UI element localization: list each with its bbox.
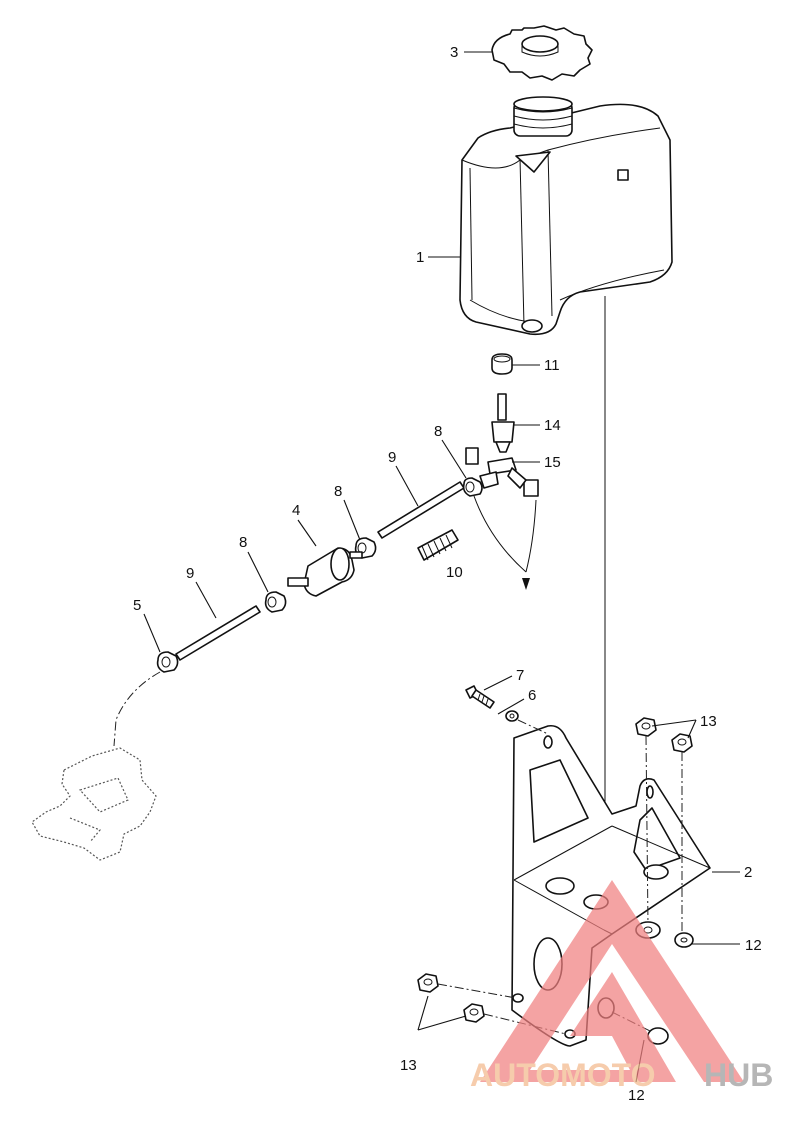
fastener-line (645, 735, 649, 927)
fuel-cap (491, 25, 593, 81)
routing-line (525, 499, 537, 573)
callout-8-middle: 8 (334, 483, 342, 500)
callout-8-lower: 8 (239, 534, 247, 551)
fuel-hose-lower (175, 605, 261, 661)
callout-labels: 1 2 3 4 5 6 7 8 8 8 9 9 10 11 12 12 13 1… (133, 44, 762, 1104)
hose-clamp-lower (264, 591, 287, 613)
routing-line (473, 495, 527, 573)
grommet (491, 353, 513, 375)
callout-9-lower: 9 (186, 565, 194, 582)
callout-8-upper: 8 (434, 423, 442, 440)
callout-9-upper: 9 (388, 449, 396, 466)
callout-12-right: 12 (745, 937, 762, 954)
hose-route-line (113, 671, 161, 747)
watermark-logo (480, 880, 744, 1082)
callout-13-bottom: 13 (400, 1057, 417, 1074)
hose-clamp-end (156, 651, 179, 673)
watermark-text-hub: HUB (704, 1057, 773, 1093)
fuel-tank (459, 96, 673, 336)
arrow-head (522, 578, 530, 590)
callout-12-bottom: 12 (628, 1087, 645, 1104)
callout-14: 14 (544, 417, 561, 434)
bolt (465, 685, 495, 709)
spring (417, 529, 459, 561)
callout-6: 6 (528, 687, 536, 704)
callout-15: 15 (544, 454, 561, 471)
fuel-filter (287, 547, 363, 597)
callout-3: 3 (450, 44, 458, 61)
washer (505, 710, 519, 722)
nut (417, 973, 439, 993)
callout-11: 11 (544, 357, 560, 374)
callout-4: 4 (292, 502, 300, 519)
nut (463, 1003, 485, 1023)
callout-5: 5 (133, 597, 141, 614)
nut (635, 717, 657, 737)
carburetor-ghost (31, 747, 157, 861)
fastener-line (517, 719, 549, 735)
fuel-valve (491, 393, 515, 453)
rubber-washer (674, 932, 694, 948)
callout-1: 1 (416, 249, 424, 266)
watermark: AUTOMOTO HUB (470, 880, 773, 1093)
tee-connector (465, 447, 539, 497)
callout-7: 7 (516, 667, 524, 684)
callout-10: 10 (446, 564, 463, 581)
nut (671, 733, 693, 753)
leader-lines (143, 51, 740, 1083)
callout-2: 2 (744, 864, 752, 881)
watermark-text-auto: AUTOMOTO (470, 1057, 655, 1093)
hose-clamp-upper (462, 477, 483, 497)
callout-13-top: 13 (700, 713, 717, 730)
fastener-line (437, 983, 517, 999)
